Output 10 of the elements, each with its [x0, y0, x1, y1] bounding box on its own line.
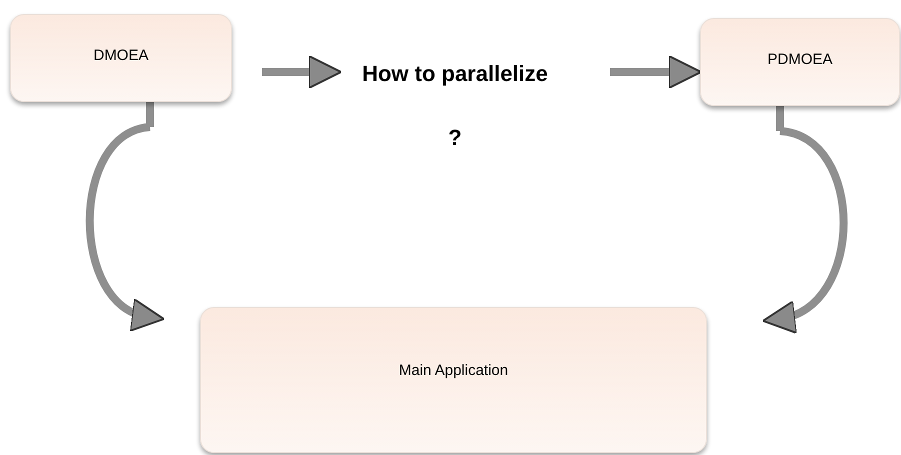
- rounded-box: [200, 307, 707, 453]
- box-label: PDMOEA: [767, 50, 832, 70]
- box-label: DMOEA: [93, 46, 148, 66]
- rounded-box: [700, 18, 900, 106]
- question-text: How to parallelize: [362, 60, 548, 88]
- box-label: Main Application: [398, 361, 508, 381]
- block-arrow: [262, 55, 342, 89]
- rounded-box: [10, 14, 232, 102]
- question-text: ?: [448, 124, 462, 151]
- block-arrow: [610, 55, 702, 89]
